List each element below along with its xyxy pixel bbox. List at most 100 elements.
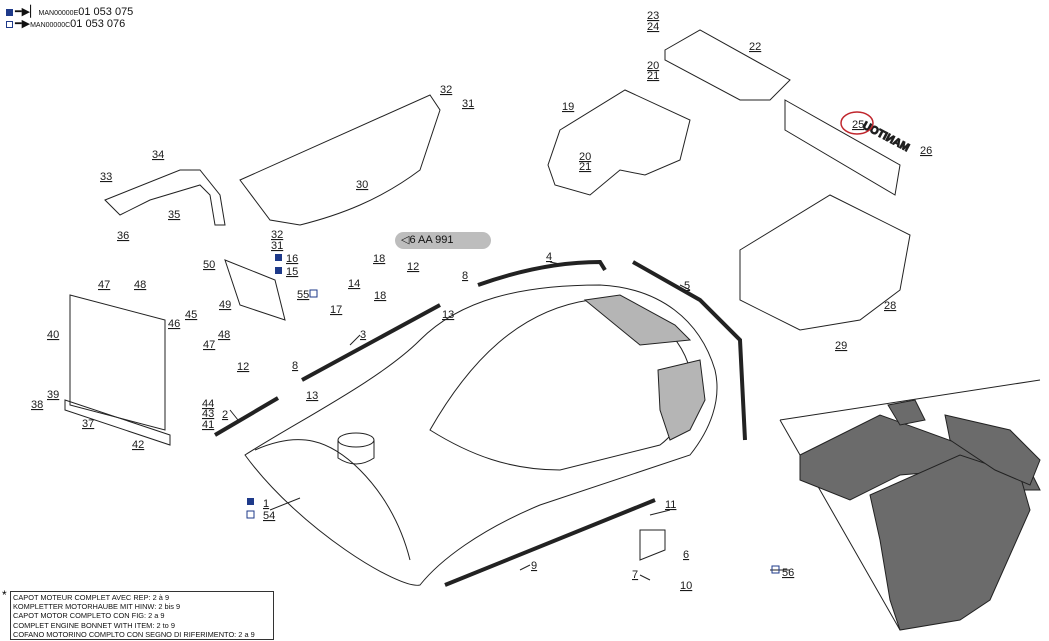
marker-54 (246, 510, 255, 519)
part-label-36[interactable]: 36 (117, 230, 129, 242)
part-label-32[interactable]: 32 (440, 84, 452, 96)
part-label-19[interactable]: 19 (562, 101, 574, 113)
part-label-23[interactable]: 23 (647, 10, 659, 22)
part-label-20[interactable]: 20 (579, 151, 591, 163)
part-label-7[interactable]: 7 (632, 569, 638, 581)
part-label-47[interactable]: 47 (98, 279, 110, 291)
triangle-left-icon: ◁ (401, 234, 410, 246)
part-label-31[interactable]: 31 (462, 98, 474, 110)
header-prefix-1: MAN00000E (38, 10, 79, 17)
part-label-28[interactable]: 28 (884, 300, 896, 312)
part-label-12[interactable]: 12 (237, 361, 249, 373)
part-label-3[interactable]: 3 (360, 329, 366, 341)
highlight-circle-25 (840, 111, 874, 135)
part-label-42[interactable]: 42 (132, 439, 144, 451)
part-label-21[interactable]: 21 (647, 70, 659, 82)
part-label-17[interactable]: 17 (330, 304, 342, 316)
part-label-18[interactable]: 18 (374, 290, 386, 302)
empty-square-icon (6, 20, 13, 28)
part-label-11[interactable]: 11 (665, 499, 676, 511)
header-code-1: 01 053 075 (78, 6, 134, 18)
part-label-32[interactable]: 32 (271, 229, 283, 241)
part-label-33[interactable]: 33 (100, 171, 112, 183)
marker-55 (309, 289, 318, 298)
part-label-18[interactable]: 18 (373, 253, 385, 265)
part-label-41[interactable]: 41 (202, 419, 214, 431)
rod-2 (213, 396, 280, 437)
part-label-44[interactable]: 44 (202, 398, 214, 410)
bar-37 (64, 399, 171, 446)
part-label-1[interactable]: 1 (263, 498, 269, 510)
pad-small (887, 399, 926, 426)
shield-19 (547, 89, 691, 196)
part-label-24[interactable]: 24 (647, 21, 659, 33)
part-label-48[interactable]: 48 (134, 279, 146, 291)
part-label-9[interactable]: 9 (531, 560, 537, 572)
part-label-45[interactable]: 45 (185, 309, 197, 321)
marker-1 (247, 498, 254, 505)
part-label-48[interactable]: 48 (218, 329, 230, 341)
part-label-46[interactable]: 46 (168, 318, 180, 330)
part-label-54[interactable]: 54 (263, 510, 275, 522)
note-line-en: COMPLET ENGINE BONNET WITH ITEM: 2 to 9 (13, 620, 175, 630)
part-label-8[interactable]: 8 (462, 270, 468, 282)
part-label-50[interactable]: 50 (203, 259, 215, 271)
part-label-14[interactable]: 14 (348, 278, 360, 290)
part-label-21[interactable]: 21 (579, 161, 591, 173)
part-label-10[interactable]: 10 (680, 580, 692, 592)
part-label-15[interactable]: 15 (286, 266, 298, 278)
part-label-6[interactable]: 6 (683, 549, 689, 561)
tray-28 (739, 194, 911, 331)
part-label-43[interactable]: 43 (202, 408, 214, 420)
part-label-5[interactable]: 5 (684, 280, 690, 292)
part-label-40[interactable]: 40 (47, 329, 59, 341)
bracket-33 (104, 169, 226, 226)
glass-side (657, 359, 706, 441)
pad-side (869, 454, 1031, 631)
header-line-2: ━▶MAN00000C01 053 076 (6, 17, 125, 30)
part-label-55[interactable]: 55 (297, 289, 309, 301)
part-label-12[interactable]: 12 (407, 261, 419, 273)
header-prefix-2: MAN00000C (30, 22, 71, 29)
filled-square-icon (6, 8, 13, 16)
part-label-8[interactable]: 8 (292, 360, 298, 372)
part-label-13[interactable]: 13 (306, 390, 318, 402)
part-label-47[interactable]: 47 (203, 339, 215, 351)
part-label-13[interactable]: 13 (442, 309, 454, 321)
part-label-16[interactable]: 16 (286, 253, 298, 265)
note-line-de: KOMPLETTER MOTORHAUBE MIT HINW: 2 bis 9 (13, 602, 181, 612)
part-label-31[interactable]: 31 (271, 240, 283, 252)
decal-25 (784, 99, 901, 196)
part-label-37[interactable]: 37 (82, 418, 94, 430)
part-label-39[interactable]: 39 (47, 389, 59, 401)
part-label-29[interactable]: 29 (835, 340, 847, 352)
note-line-it: COFANO MOTORINO COMPLTO CON SEGNO DI RIF… (13, 629, 255, 639)
part-label-30[interactable]: 30 (356, 179, 368, 191)
part-label-22[interactable]: 22 (749, 41, 761, 53)
part-label-4[interactable]: 4 (546, 251, 552, 263)
header-line-1: ━▶▏MAN00000E01 053 075 (6, 5, 133, 18)
part-label-26[interactable]: 26 (920, 145, 932, 157)
part-label-34[interactable]: 34 (152, 149, 164, 161)
note-line-es: CAPOT MOTOR COMPLETO CON FIG: 2 a 9 (13, 611, 165, 621)
part-label-49[interactable]: 49 (219, 299, 231, 311)
marker-15 (275, 267, 282, 274)
part-label-2[interactable]: 2 (222, 409, 228, 421)
shield-22 (664, 29, 791, 101)
bracket-30 (239, 94, 441, 226)
reference-tag-text: 6 AA 991 (409, 234, 454, 246)
part-label-20[interactable]: 20 (647, 60, 659, 72)
pad-right (944, 414, 1041, 486)
seal-5 (632, 260, 747, 441)
reference-tag[interactable]: ◁6 AA 991 (395, 232, 491, 249)
marker-56 (771, 565, 780, 574)
part-label-38[interactable]: 38 (31, 399, 43, 411)
seal-9 (444, 498, 656, 587)
rod-3 (301, 303, 441, 382)
marker-16 (275, 254, 282, 261)
part-label-35[interactable]: 35 (168, 209, 180, 221)
part-label-25[interactable]: 25 (852, 119, 864, 131)
part-label-56[interactable]: 56 (782, 567, 794, 579)
plate-49 (224, 259, 286, 321)
note-star: * (2, 588, 7, 602)
